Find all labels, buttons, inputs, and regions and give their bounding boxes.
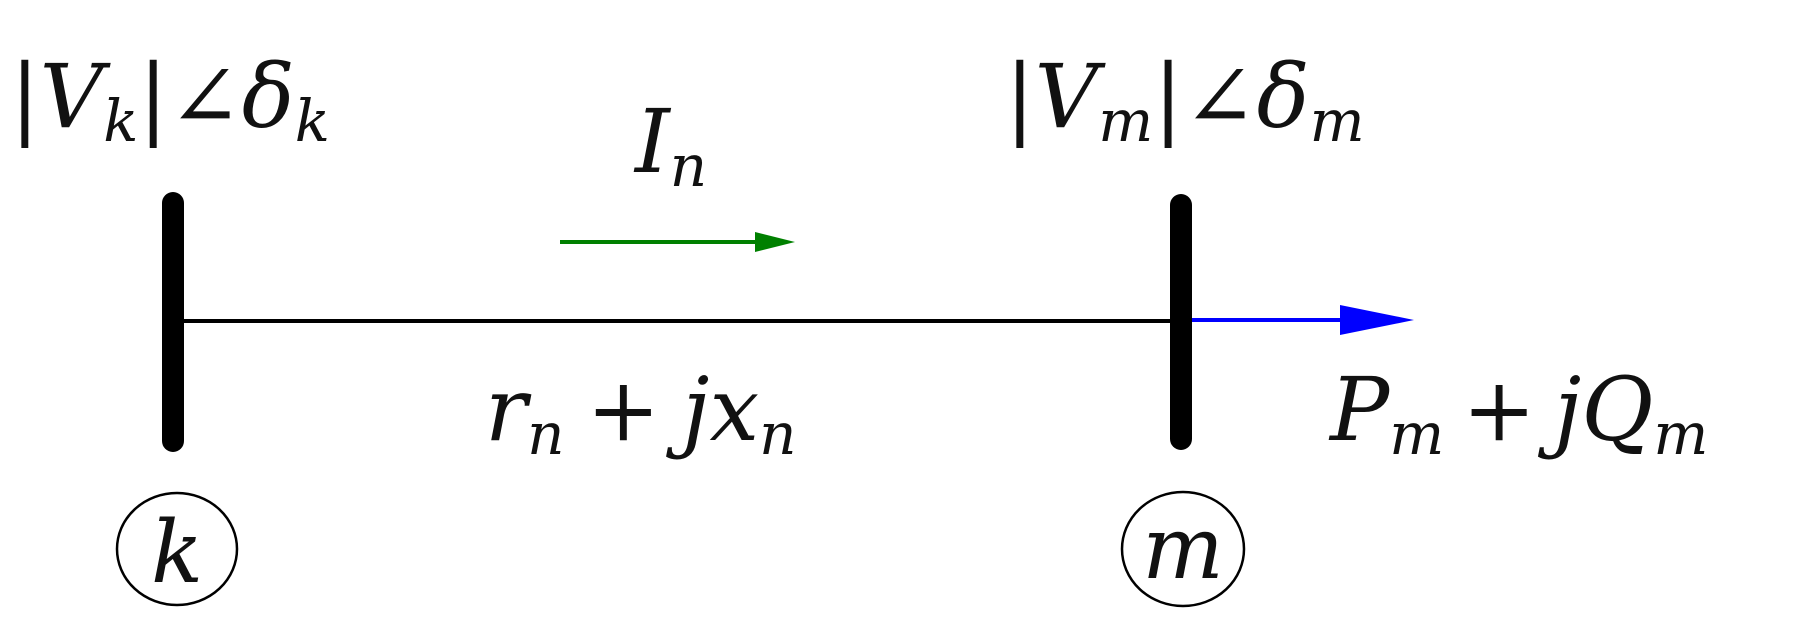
- abs-bar-left-m: |: [1005, 45, 1035, 148]
- voltage-subscript-k: k: [103, 87, 138, 155]
- angle-symbol-m: ∠: [1183, 45, 1257, 148]
- abs-bar-left-k: |: [10, 45, 40, 148]
- node-circle-m: [1120, 490, 1246, 608]
- reactance-symbol: jx: [665, 358, 759, 461]
- node-label-k: k: [151, 503, 203, 603]
- active-power-symbol: P: [1328, 358, 1391, 461]
- current-arrow-head: [755, 232, 795, 252]
- resistance-symbol: r: [485, 358, 532, 461]
- current-symbol: I: [633, 90, 672, 193]
- reactive-power-symbol: jQ: [1537, 358, 1653, 461]
- reactive-power-subscript: m: [1653, 400, 1708, 468]
- node-label-m: m: [1142, 499, 1224, 599]
- delta-symbol-m: δ: [1257, 45, 1310, 148]
- current-label: In: [633, 90, 707, 200]
- power-arrow-head: [1340, 305, 1414, 335]
- voltage-subscript-m: m: [1098, 87, 1153, 155]
- delta-subscript-k: k: [295, 87, 330, 155]
- abs-bar-right-k: |: [138, 45, 168, 148]
- voltage-m-label: |Vm|∠δm: [1005, 45, 1365, 155]
- voltage-symbol-m: V: [1035, 45, 1107, 148]
- current-subscript: n: [670, 132, 707, 200]
- node-circle-k: [115, 491, 239, 607]
- abs-bar-right-m: |: [1153, 45, 1183, 148]
- voltage-k-label: |Vk|∠δk: [10, 45, 330, 155]
- angle-symbol-k: ∠: [168, 45, 242, 148]
- delta-symbol-k: δ: [242, 45, 295, 148]
- resistance-subscript: n: [527, 400, 564, 468]
- reactance-subscript: n: [759, 400, 796, 468]
- load-power-label: Pm+jQm: [1328, 358, 1708, 468]
- impedance-label: rn+jxn: [485, 358, 796, 468]
- impedance-plus: +: [586, 358, 660, 461]
- load-plus: +: [1462, 358, 1536, 461]
- voltage-symbol-k: V: [40, 45, 112, 148]
- delta-subscript-m: m: [1310, 87, 1365, 155]
- active-power-subscript: m: [1389, 400, 1444, 468]
